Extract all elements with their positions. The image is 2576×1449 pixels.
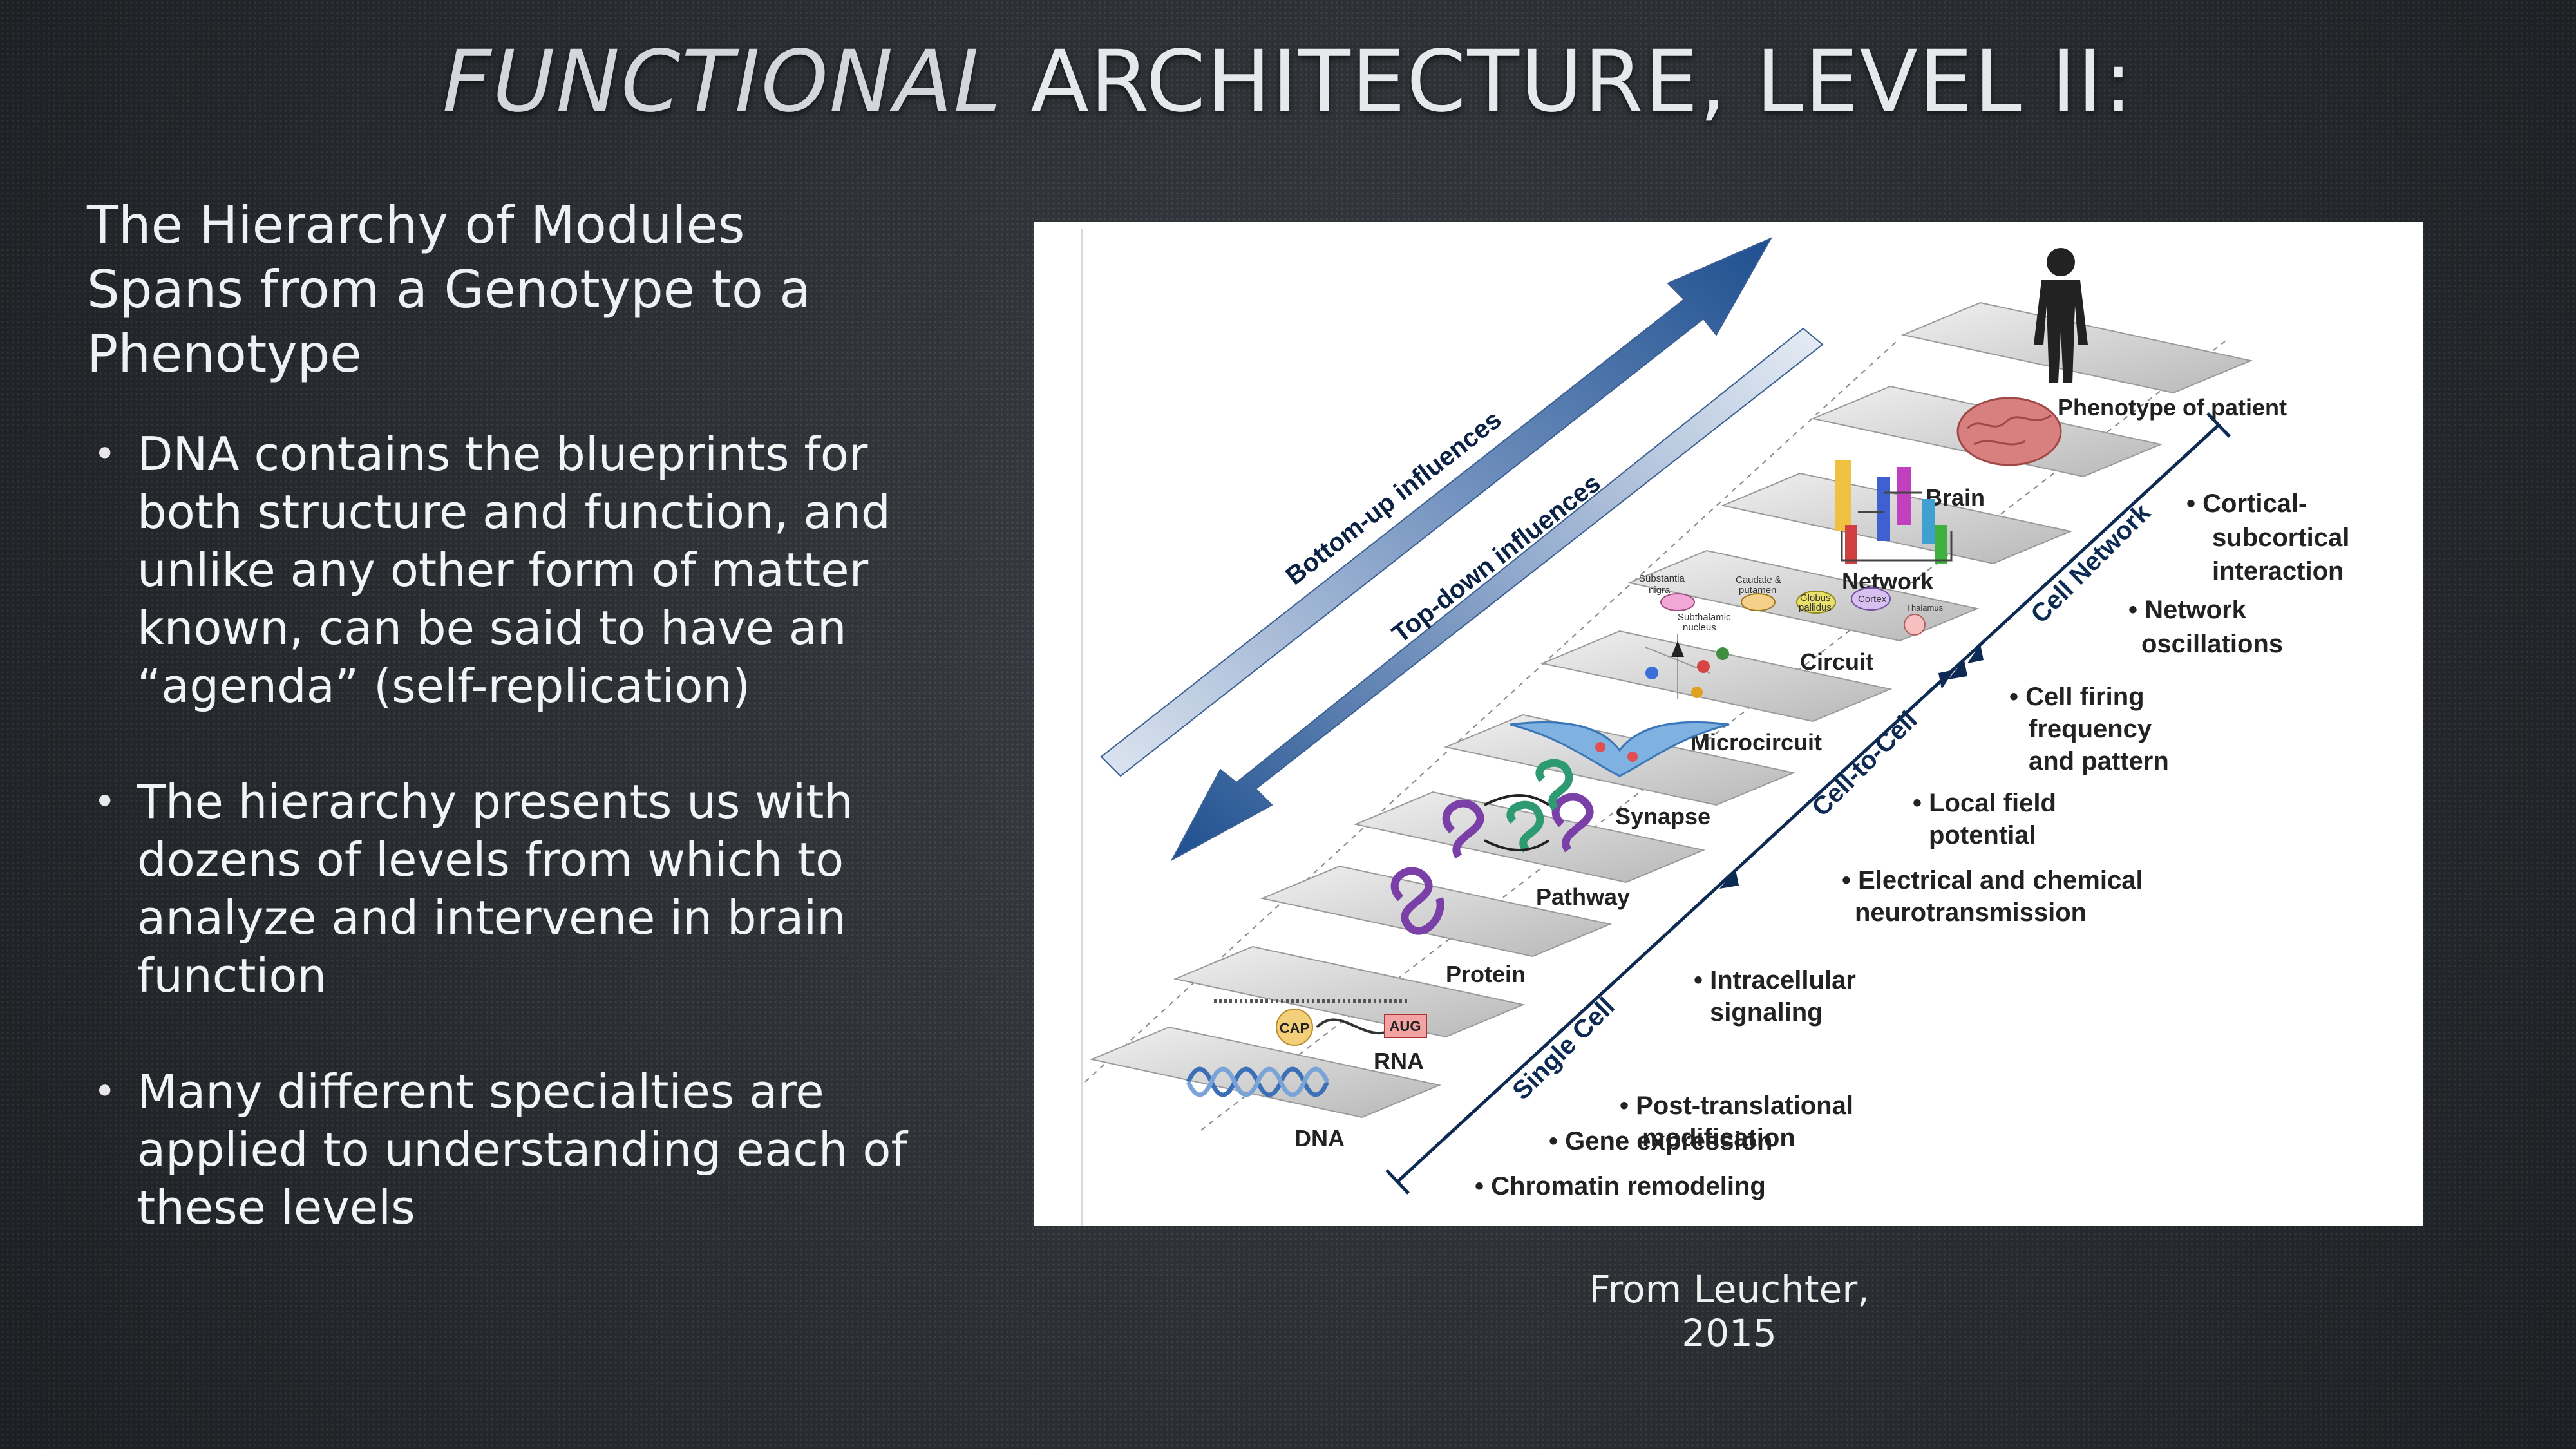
pallidus-label: pallidus xyxy=(1799,602,1832,613)
level-plane xyxy=(1540,630,1893,723)
substantia-label: Substantia xyxy=(1639,573,1685,584)
cortex-label: Cortex xyxy=(1858,594,1887,605)
title-italic: FUNCTIONAL xyxy=(442,32,1003,131)
bullet-list: DNA contains the blueprints for both str… xyxy=(87,425,911,1236)
dna-helix-icon xyxy=(1186,1066,1330,1097)
level-label-protein: Protein xyxy=(1446,961,1526,987)
process-item: • Electrical and chemical xyxy=(1842,866,2143,895)
hierarchy-diagram: DNARNAProteinPathwaySynapseMicrocircuitC… xyxy=(1081,229,2349,1226)
process-item: oscillations xyxy=(2141,630,2283,658)
level-label-synapse: Synapse xyxy=(1615,803,1710,829)
process-item: • Intracellular xyxy=(1694,966,1856,994)
process-item: • Chromatin remodeling xyxy=(1475,1172,1766,1200)
title-rest: ARCHITECTURE, LEVEL II: xyxy=(1002,32,2134,131)
brain-icon xyxy=(1956,397,2062,466)
process-item: subcortical xyxy=(2212,524,2349,552)
guide-line xyxy=(1084,341,1897,1083)
synapse-icon xyxy=(1510,721,1730,777)
nigra-label: nigra xyxy=(1649,585,1671,596)
level-label-network: Network xyxy=(1842,568,1934,594)
process-list: • Chromatin remodeling • Gene expression •… xyxy=(1475,489,2349,1200)
person-silhouette-icon xyxy=(2034,248,2088,383)
aug-label: AUG xyxy=(1390,1018,1421,1034)
globus-label: Globus xyxy=(1800,592,1831,603)
scale-cell-to-cell: Cell-to-Cell xyxy=(1806,706,1922,822)
slide-subtitle: The Hierarchy of Modules Spans from a Ge… xyxy=(87,195,811,384)
pathway-proteins-icon xyxy=(1442,759,1594,859)
thalamus-label: Thalamus xyxy=(1906,603,1944,612)
level-label-circuit: Circuit xyxy=(1800,649,1873,675)
cap-label: CAP xyxy=(1280,1020,1309,1036)
level-label-microcircuit: Microcircuit xyxy=(1690,729,1822,755)
bullet-item: The hierarchy presents us with dozens of… xyxy=(87,773,911,1005)
nucleus-label: nucleus xyxy=(1683,622,1716,633)
process-item: • Cortical- xyxy=(2186,489,2307,518)
scale-single-cell: Single Cell xyxy=(1507,992,1620,1106)
slide-title: FUNCTIONAL ARCHITECTURE, LEVEL II: xyxy=(0,32,2576,131)
rna-strand-icon: CAP AUG xyxy=(1214,999,1427,1046)
bullet-item: DNA contains the blueprints for both str… xyxy=(87,425,911,715)
bottom-up-arrow: Bottom-up influences xyxy=(1100,236,1773,777)
process-item: neurotransmission xyxy=(1855,898,2087,927)
level-label-phenotype-of-patient: Phenotype of patient xyxy=(2058,394,2287,421)
process-item: • Local field xyxy=(1913,789,2056,817)
level-label-brain: Brain xyxy=(1926,484,1985,511)
level-label-dna: DNA xyxy=(1294,1125,1345,1151)
level-plane xyxy=(1900,301,2253,394)
left-text-column: The Hierarchy of Modules Spans from a Ge… xyxy=(87,193,911,1294)
process-item: modification xyxy=(1642,1124,1795,1152)
process-item: • Post-translational xyxy=(1620,1092,1853,1120)
network-icon xyxy=(1835,460,1953,564)
process-item: • Network xyxy=(2128,596,2247,624)
bullet-item: Many different specialties are applied t… xyxy=(87,1063,911,1236)
level-plane xyxy=(1173,945,1526,1038)
level-label-rna: RNA xyxy=(1374,1048,1424,1074)
circuit-icon: Substantia nigra Caudate & putamen Globu… xyxy=(1639,573,1944,636)
caudate-label: Caudate & xyxy=(1736,574,1781,585)
top-down-label: Top-down influences xyxy=(1387,469,1605,649)
process-item: interaction xyxy=(2212,557,2344,585)
process-item: potential xyxy=(1929,821,2036,849)
process-item: • Gene expression xyxy=(1549,1127,1772,1155)
process-item: frequency xyxy=(2029,715,2152,743)
level-label-pathway: Pathway xyxy=(1536,884,1630,910)
putamen-label: putamen xyxy=(1739,585,1776,596)
protein-icon xyxy=(1390,867,1444,935)
process-item: • Cell firing xyxy=(2009,683,2145,711)
process-item: signaling xyxy=(1710,998,1823,1027)
subthalamic-label: Subthalamic xyxy=(1678,612,1731,623)
microcircuit-icon xyxy=(1645,634,1729,699)
figure-credit: From Leuchter, 2015 xyxy=(1589,1267,1870,1355)
process-item: and pattern xyxy=(2029,747,2169,775)
